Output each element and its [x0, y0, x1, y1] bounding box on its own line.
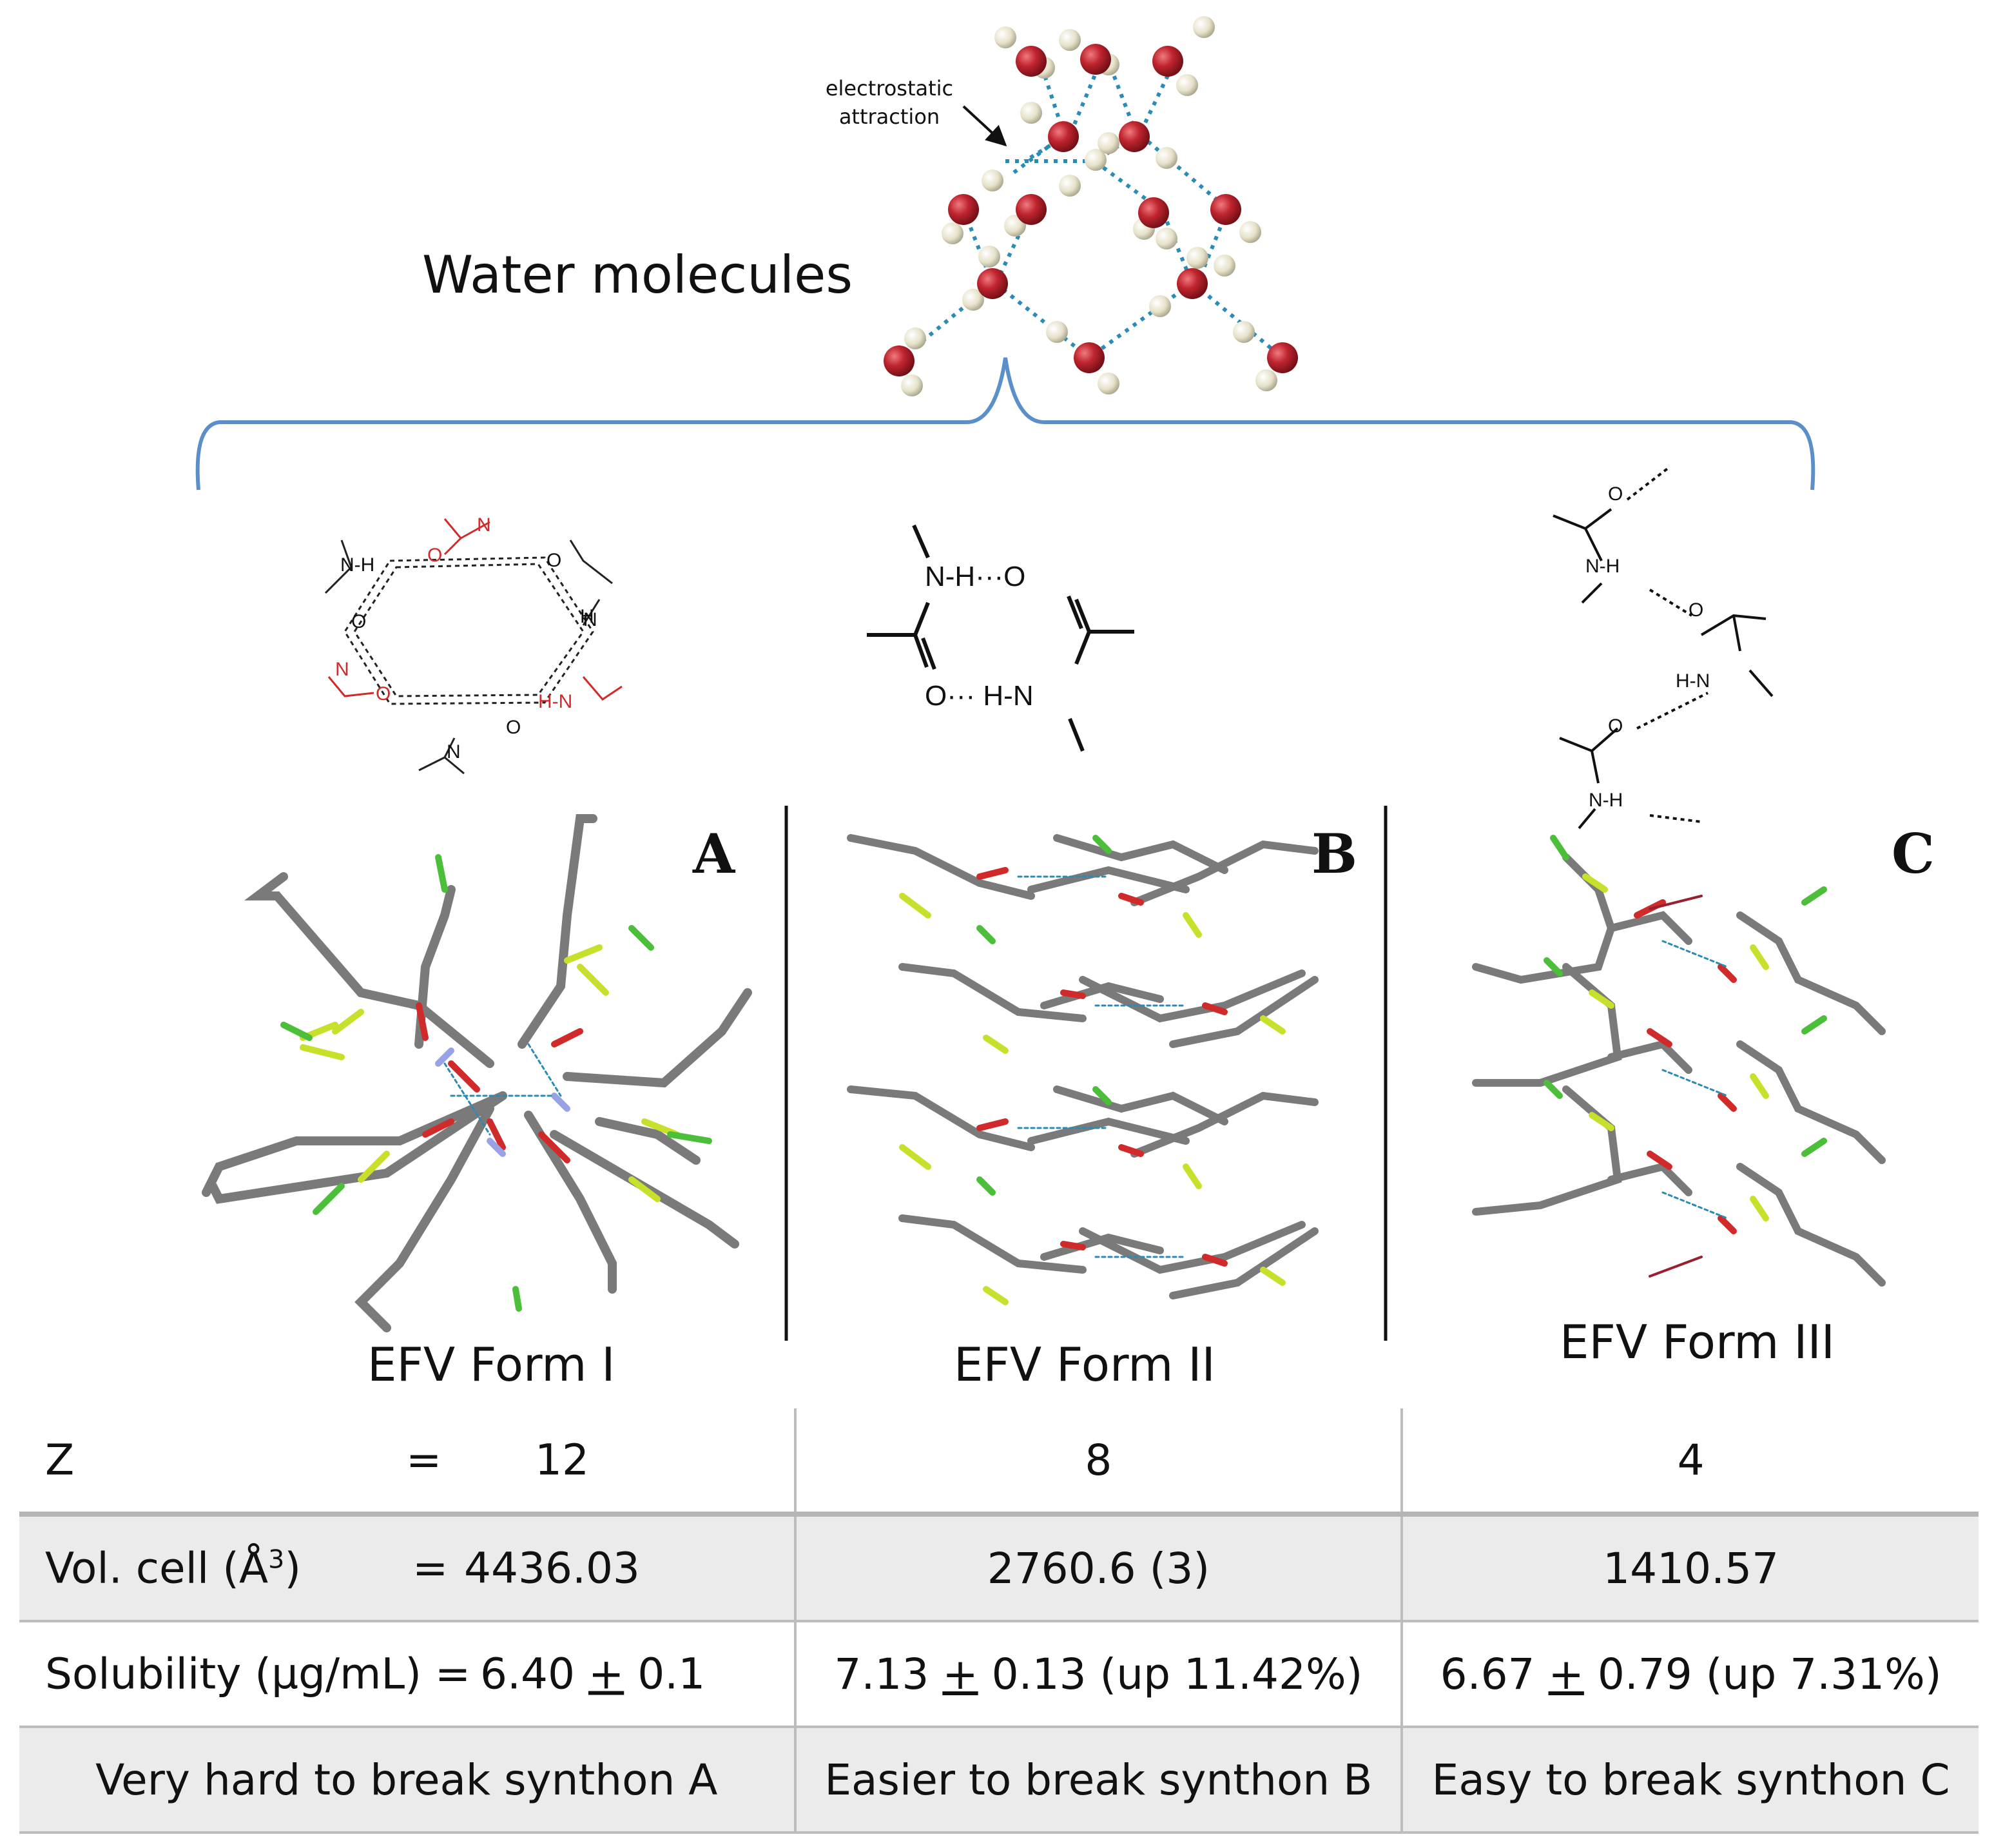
cell-solubility-label: Solubility (µg/mL) = 6.40 + 0.1 [19, 1620, 795, 1727]
table-row-z: Z = 12 8 4 [19, 1408, 1979, 1514]
synthon-a-o-3: O [506, 717, 521, 738]
synthon-c-nh-1: N-H [1585, 556, 1620, 577]
table-row-volume: Vol. cell (Å3) = 4436.03 2760.6 (3) 1410… [19, 1512, 1979, 1621]
synthon-a-n-2: N [447, 741, 461, 763]
synthon-a-h-1: H [580, 606, 594, 627]
synthon-c-o-2: O [1689, 599, 1704, 621]
synthon-a-scheme [324, 518, 623, 775]
synthon-form-ii: Easier to break synthon B [793, 1726, 1402, 1834]
z-form-ii: 8 [793, 1408, 1402, 1514]
synthon-a-n-1: N [583, 609, 597, 630]
annotation-line-1: electrostatic [825, 76, 954, 101]
synthon-a-nh-1: N-H [340, 554, 375, 576]
crystal-packing-b [847, 834, 1319, 1305]
row-label-volume: Vol. cell (Å3) [45, 1543, 302, 1593]
form-label-ii: EFV Form II [954, 1337, 1215, 1392]
synthon-a-n-red-2: N [335, 659, 349, 680]
synthon-form-iii: Easy to break synthon C [1400, 1726, 1979, 1834]
synthon-c-nh-2: N-H [1589, 790, 1623, 811]
properties-table: Z = 12 8 4 Vol. cell (Å3) = 4436.03 2760… [19, 1408, 1979, 1834]
synthon-form-i: Very hard to break synthon A [19, 1726, 795, 1834]
synthon-b-bottom-hbond: O··· H-N [925, 680, 1034, 712]
synthon-b-top-hbond: N-H···O [925, 561, 1026, 592]
title: Water molecules [422, 245, 853, 305]
crystal-packing-c [1472, 835, 1886, 1287]
form-label-iii: EFV Form III [1560, 1315, 1835, 1369]
oxygen-atoms [884, 44, 1298, 376]
z-form-iii: 4 [1400, 1408, 1979, 1514]
volume-form-ii: 2760.6 (3) [793, 1512, 1402, 1621]
panel-letter-a: A [693, 822, 735, 886]
grouping-bracket [195, 357, 1815, 491]
synthon-a-o-red-2: O [376, 683, 391, 705]
panel-letter-b: B [1312, 822, 1357, 886]
synthon-c-hn: H-N [1676, 670, 1710, 692]
row-label-solubility: Solubility (µg/mL) = [45, 1649, 471, 1699]
solubility-form-i: 6.40 + 0.1 [480, 1649, 706, 1699]
synthon-b-scheme [867, 524, 1134, 752]
annotation-arrow [962, 105, 1007, 147]
solubility-form-ii: 7.13 + 0.13 (up 11.42%) [793, 1620, 1402, 1727]
water-network [884, 16, 1298, 396]
synthon-a-o-2: O [351, 611, 367, 632]
synthon-a-o-1: O [547, 550, 562, 571]
synthon-a-o-red-1: O [427, 545, 443, 566]
table-row-synthon: Very hard to break synthon A Easier to b… [19, 1726, 1979, 1834]
crystal-packing-a [202, 814, 752, 1332]
synthon-c-scheme [1553, 466, 1774, 830]
synthon-c-o-1: O [1608, 483, 1623, 505]
volume-form-iii: 1410.57 [1400, 1512, 1979, 1621]
z-form-i: 12 [535, 1435, 589, 1485]
solubility-form-iii: 6.67 + 0.79 (up 7.31%) [1400, 1620, 1979, 1727]
equals-sign: = [412, 1543, 449, 1593]
synthon-c-o-3: O [1608, 715, 1623, 737]
cell-z-label: Z = 12 [19, 1408, 795, 1514]
annotation-label: electrostatic attraction [818, 74, 960, 131]
volume-form-i: 4436.03 [464, 1543, 640, 1593]
cell-volume-label: Vol. cell (Å3) = 4436.03 [19, 1512, 795, 1621]
panel-letter-c: C [1892, 822, 1935, 886]
equals-sign: = [406, 1435, 442, 1485]
form-label-i: EFV Form I [367, 1337, 615, 1392]
annotation-line-2: attraction [838, 104, 940, 129]
row-label-z: Z [45, 1435, 75, 1485]
synthon-a-hn-red: H-N [538, 691, 573, 712]
table-row-solubility: Solubility (µg/mL) = 6.40 + 0.1 7.13 + 0… [19, 1620, 1979, 1727]
synthon-a-n-red-1: N [477, 514, 491, 536]
